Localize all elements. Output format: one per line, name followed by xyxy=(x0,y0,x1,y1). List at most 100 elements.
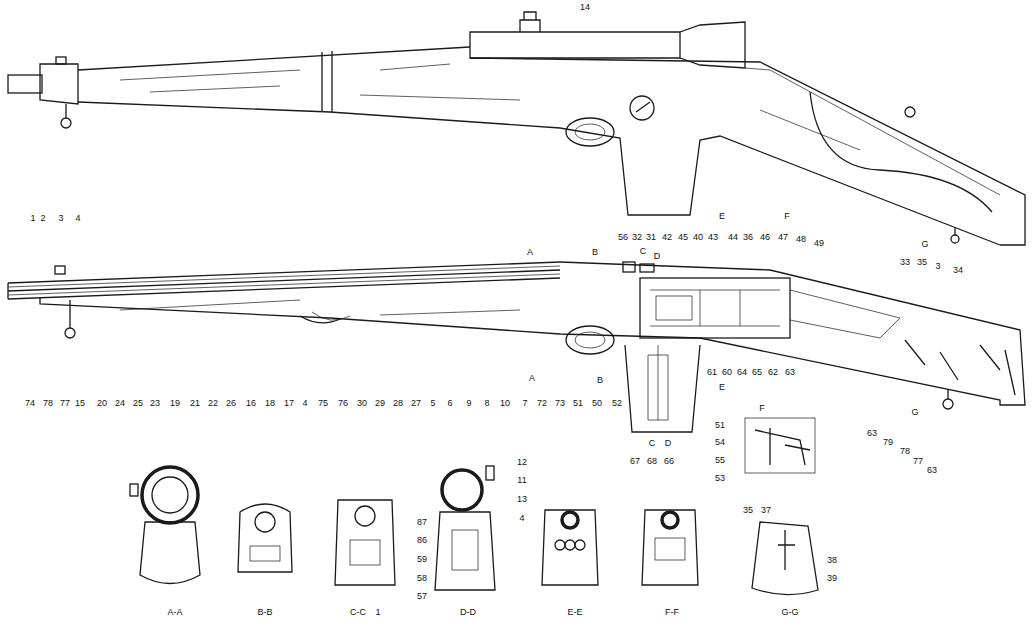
callout-label: 12 xyxy=(516,458,528,467)
section-b xyxy=(238,504,292,572)
front-block xyxy=(40,64,78,104)
swivel-ring xyxy=(951,235,959,243)
callout-label: 72 xyxy=(536,399,548,408)
callout-label: 25 xyxy=(132,399,144,408)
callout-label: 65 xyxy=(751,368,763,377)
callout-label: 30 xyxy=(356,399,368,408)
screw xyxy=(905,107,915,117)
butt-screws xyxy=(905,340,1015,395)
callout-label: F xyxy=(758,404,766,413)
callout-label: 73 xyxy=(554,399,566,408)
callout-label: 45 xyxy=(677,233,689,242)
callout-label: B xyxy=(591,248,599,257)
callout-label: 32 xyxy=(631,233,643,242)
callout-label: 59 xyxy=(416,555,428,564)
callout-label: 62 xyxy=(767,368,779,377)
callout-label: 60 xyxy=(721,368,733,377)
detail-inset xyxy=(745,418,815,473)
callout-label: G xyxy=(910,408,919,417)
knob-handle xyxy=(636,102,650,112)
forend-top xyxy=(78,47,470,70)
callout-label: E xyxy=(718,383,726,392)
section-e xyxy=(542,510,598,585)
callout-label: 33 xyxy=(899,258,911,267)
callout-label: 57 xyxy=(416,592,428,601)
section-g xyxy=(778,530,795,570)
callout-label: 35 xyxy=(742,506,754,515)
band xyxy=(312,312,350,320)
section-e xyxy=(565,540,575,550)
callout-label: 44 xyxy=(727,233,739,242)
callout-label: 74 xyxy=(24,399,36,408)
callout-label: 64 xyxy=(736,368,748,377)
callout-label: 55 xyxy=(714,456,726,465)
callout-label: 34 xyxy=(952,266,964,275)
rear-sight xyxy=(623,262,635,272)
callout-label: 13 xyxy=(516,495,528,504)
grip-insert xyxy=(648,345,668,420)
callout-label: 27 xyxy=(410,399,422,408)
callout-label: 46 xyxy=(759,233,771,242)
section-e xyxy=(555,540,565,550)
callout-label: 21 xyxy=(189,399,201,408)
section-a xyxy=(142,467,198,523)
receiver xyxy=(640,278,790,338)
callout-label: 5 xyxy=(429,399,436,408)
section-d xyxy=(486,466,494,480)
section-b xyxy=(250,546,280,561)
barrel-line xyxy=(8,278,560,299)
callout-label: 58 xyxy=(416,574,428,583)
callout-label: 49 xyxy=(813,239,825,248)
cutaway-view xyxy=(8,262,1025,473)
callout-label: 78 xyxy=(42,399,54,408)
callout-label: D-D xyxy=(459,608,477,617)
barrel-line xyxy=(8,266,560,287)
callout-label: 39 xyxy=(826,574,838,583)
callout-label: 9 xyxy=(465,399,472,408)
callout-label: 38 xyxy=(826,556,838,565)
callout-label: 4 xyxy=(518,514,525,523)
stock-top xyxy=(470,58,1025,245)
callout-label: 51 xyxy=(714,421,726,430)
callout-label: 15 xyxy=(74,399,86,408)
callout-label: E xyxy=(718,212,726,221)
section-b xyxy=(255,512,275,532)
swivel-ring xyxy=(943,399,953,409)
callout-label: 53 xyxy=(714,474,726,483)
callout-label: 1 xyxy=(374,608,381,617)
callout-label: E-E xyxy=(566,608,583,617)
callout-label: A xyxy=(528,374,536,383)
callout-label: 3 xyxy=(934,262,941,271)
trigger-guard-inner xyxy=(575,332,605,348)
callout-label: 54 xyxy=(714,438,726,447)
callout-label: 77 xyxy=(912,457,924,466)
callout-label: 61 xyxy=(706,368,718,377)
callout-label: 23 xyxy=(149,399,161,408)
rear-sight xyxy=(640,264,654,272)
callout-label: 16 xyxy=(245,399,257,408)
charging-knob xyxy=(630,96,654,120)
section-f xyxy=(662,512,678,528)
callout-label: 18 xyxy=(264,399,276,408)
comb-line xyxy=(745,68,1000,195)
callout-label: 66 xyxy=(663,457,675,466)
section-c xyxy=(350,540,380,565)
callout-label: 87 xyxy=(416,518,428,527)
muzzle xyxy=(7,283,8,299)
section-d xyxy=(442,470,482,510)
cheek-curve xyxy=(810,92,992,212)
bolt xyxy=(656,296,692,320)
callout-label: 63 xyxy=(926,466,938,475)
front-sight xyxy=(56,57,66,64)
detail-parts xyxy=(755,428,810,465)
swivel xyxy=(65,104,66,118)
callout-label: 67 xyxy=(629,457,641,466)
callout-label: 1 xyxy=(29,214,36,223)
callout-label: 20 xyxy=(96,399,108,408)
barrel-band xyxy=(322,51,332,112)
callout-label: 47 xyxy=(777,233,789,242)
callout-label: 14 xyxy=(579,3,591,12)
trigger-guard xyxy=(566,326,614,354)
callout-label: 86 xyxy=(416,536,428,545)
